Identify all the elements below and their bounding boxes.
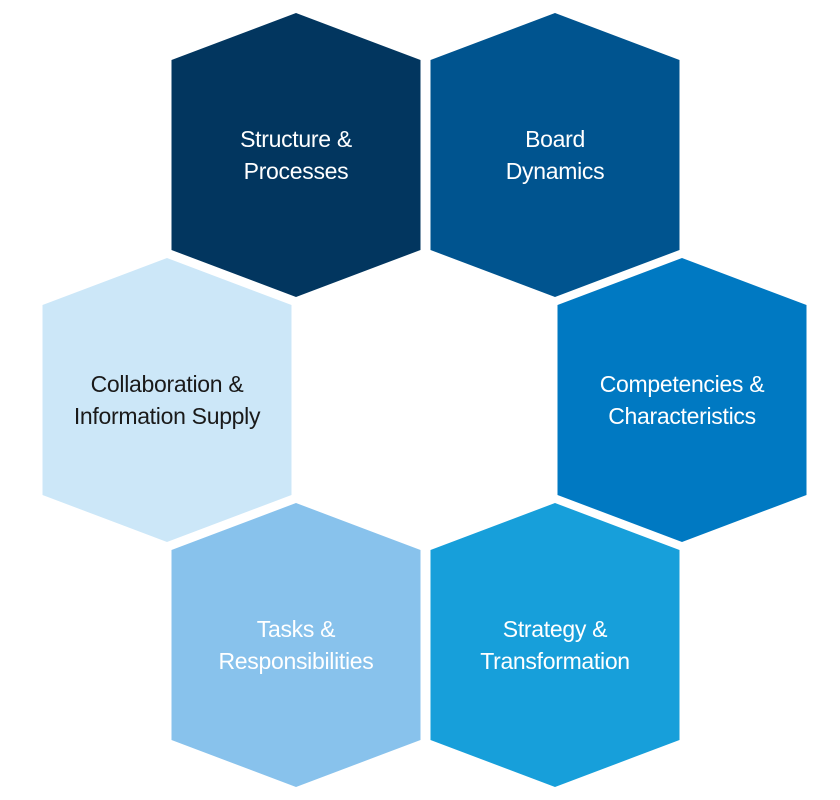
hexagon-label-line1: Board <box>525 126 585 152</box>
hexagon-label-tasks: Tasks & Responsibilities <box>172 613 421 677</box>
hexagon-label-line1: Strategy & <box>502 616 608 642</box>
hexagon-label-line2: Information Supply <box>73 403 261 429</box>
hexagon-label-line1: Tasks & <box>256 616 336 642</box>
hexagon-label-line1: Collaboration & <box>90 371 244 397</box>
hexagon-label-strategy: Strategy & Transformation <box>431 613 680 677</box>
hexagon-label-line2: Dynamics <box>505 158 605 184</box>
hexagon-tasks <box>171 503 421 787</box>
hexagon-strategy <box>430 503 680 787</box>
hexagon-structure <box>171 13 421 297</box>
hexagon-label-line1: Competencies & <box>599 371 765 397</box>
hexagon-label-line2: Transformation <box>480 648 630 674</box>
hexagon-label-line2: Processes <box>243 158 349 184</box>
hexagon-label-collaboration: Collaboration & Information Supply <box>43 368 292 432</box>
hexagon-label-line2: Responsibilities <box>218 648 374 674</box>
hexagon-collaboration <box>42 258 292 542</box>
hexagon-label-line1: Structure & <box>240 126 352 152</box>
hexagon-label-line2: Characteristics <box>608 403 756 429</box>
hexagon-board <box>430 13 680 297</box>
hexagon-label-competencies: Competencies & Characteristics <box>558 368 807 432</box>
hexagon-competencies <box>557 258 807 542</box>
hexagon-label-structure: Structure & Processes <box>172 123 421 187</box>
